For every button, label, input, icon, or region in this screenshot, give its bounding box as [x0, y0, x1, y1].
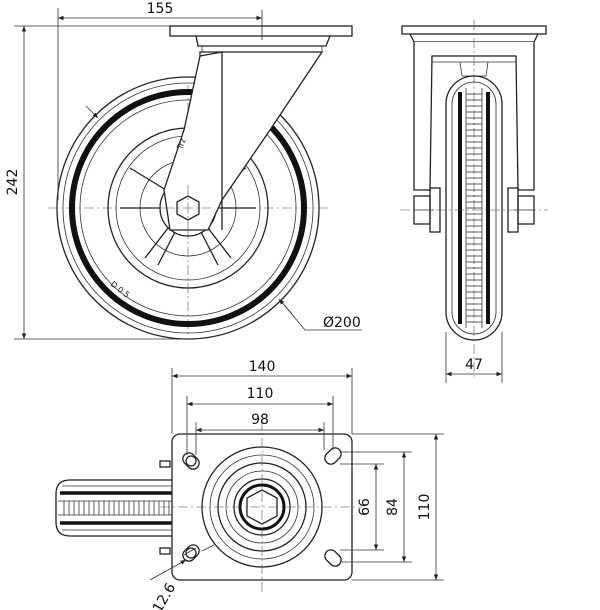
- dim-wheel-diameter: Ø200: [323, 315, 361, 331]
- mounting-holes: [182, 447, 342, 567]
- side-view: Trz D 0 5 155 242 Ø200: [5, 1, 362, 340]
- spokes: [120, 167, 256, 266]
- dim-mount-height: 242: [5, 169, 21, 196]
- front-tyre: [445, 75, 503, 341]
- dim-hole-spacing-v-outer: 84: [385, 498, 401, 516]
- dim-hole-diameter: 12.6: [150, 580, 179, 610]
- brand-mark: Trz: [175, 137, 188, 152]
- fork: [163, 51, 324, 231]
- dim-wheel-width: 47: [465, 357, 483, 373]
- dim-offset: 155: [147, 1, 174, 17]
- top-view: 140 110 98 110 84 66 12.6: [55, 359, 444, 610]
- dim-hole-spacing-inner: 98: [251, 412, 269, 428]
- top-tread-pattern: [63, 501, 175, 515]
- tread-pattern: [466, 93, 482, 323]
- dim-hole-spacing-outer: 110: [247, 386, 274, 402]
- dim-plate-height: 110: [417, 494, 433, 521]
- top-plate: [169, 25, 353, 37]
- front-view: 47: [400, 20, 548, 383]
- dim-plate-width: 140: [249, 359, 276, 375]
- top-tyre: [55, 479, 178, 537]
- dim-hole-spacing-v-inner: 66: [357, 498, 373, 516]
